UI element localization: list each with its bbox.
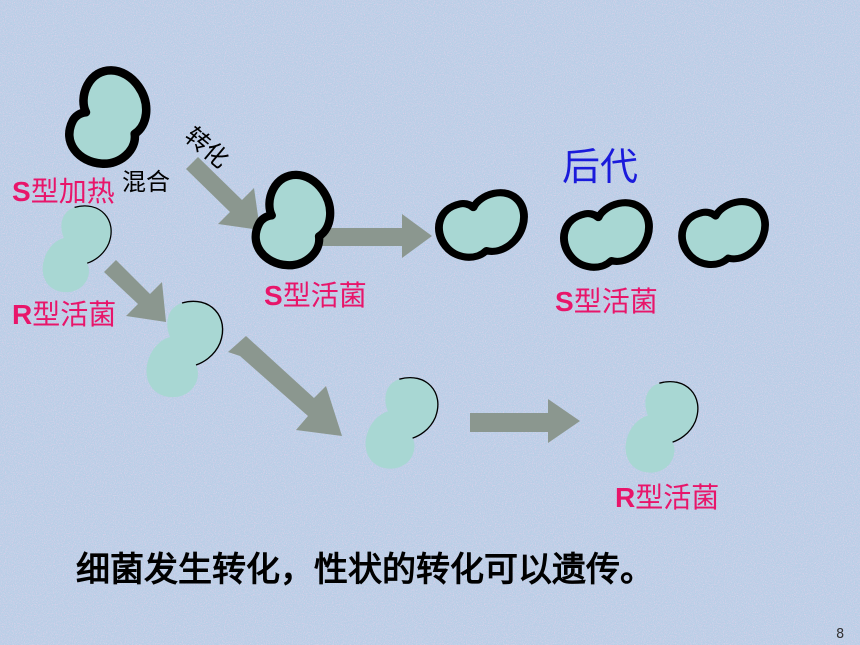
label-r-live: R型活菌: [12, 298, 117, 331]
label-s-heated: S型加热: [12, 175, 115, 208]
s-cell-transformed: [243, 166, 344, 277]
s-cell-heated: [56, 61, 161, 176]
label-s-live-right: S型活菌: [555, 285, 658, 318]
label-offspring: 后代: [562, 145, 639, 189]
s-cell-offspring-3: [677, 197, 772, 270]
label-s-live-mid: S型活菌: [264, 279, 367, 312]
s-cell-offspring-1: [434, 188, 531, 263]
r-cell-left: [41, 205, 112, 293]
arrow-r-offspring: [470, 399, 580, 443]
conclusion-text: 细菌发生转化，性状的转化可以遗传。: [76, 550, 654, 590]
label-r-live-bottom: R型活菌: [615, 481, 720, 514]
arrow-s-offspring: [322, 214, 432, 258]
arrow-mid-to-bottom: [228, 336, 342, 436]
r-cell-bottom-center: [364, 376, 439, 470]
arrow-r-to-transformed: [100, 260, 166, 322]
s-cell-offspring-2: [559, 198, 656, 273]
page-number: 8: [836, 627, 845, 642]
r-cell-bottom-right: [624, 380, 699, 474]
label-mix: 混合: [122, 168, 170, 196]
arrow-heated-to-transformed: [182, 157, 260, 230]
